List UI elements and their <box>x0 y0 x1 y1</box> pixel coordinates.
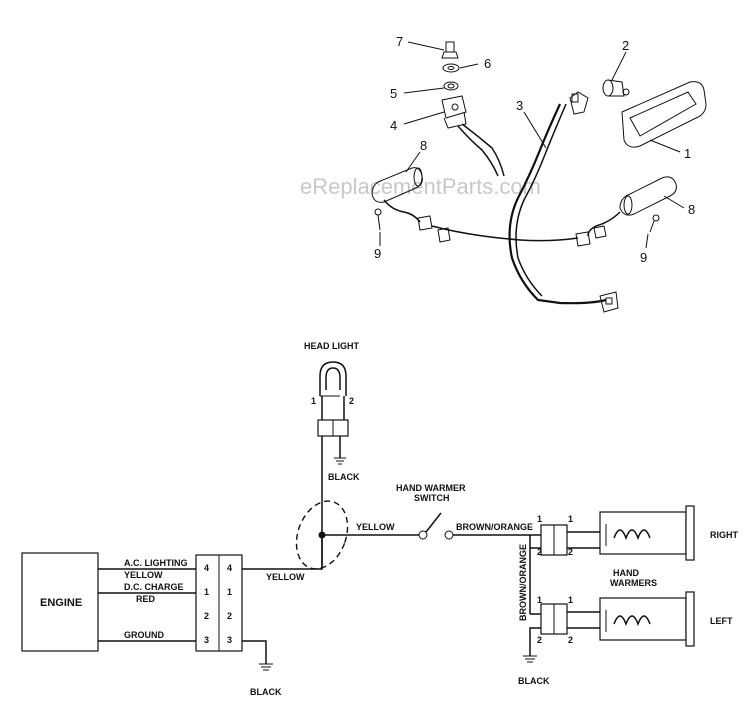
wiring-schematic: HEAD LIGHT 1 2 BLACK ENGINE A.C. LIGHTIN… <box>21 341 739 697</box>
red-label: RED <box>136 594 156 604</box>
hand-warmers-label-1: HAND <box>613 568 639 578</box>
callout-3: 3 <box>516 98 523 113</box>
brown-orange-label-horizontal: BROWN/ORANGE <box>456 522 533 532</box>
yellow-label-connector: YELLOW <box>266 572 305 582</box>
left-warmer-pin-1-right: 1 <box>568 595 573 605</box>
left-warmer-pin-2-left: 2 <box>537 635 542 645</box>
part-4-switch <box>441 95 467 129</box>
right-warmer-pin-1-right: 1 <box>568 514 573 524</box>
callout-5: 5 <box>390 86 397 101</box>
head-light-pin-2: 2 <box>349 396 354 406</box>
connector-right-pin-3: 3 <box>227 635 232 645</box>
brown-orange-label-vertical: BROWN/ORANGE <box>518 544 528 621</box>
part-8-grip-warmer-right <box>587 176 677 239</box>
ac-lighting-label: A.C. LIGHTING <box>124 558 188 568</box>
part-6-washer <box>442 63 460 73</box>
engine-label: ENGINE <box>40 597 82 609</box>
callout-4: 4 <box>390 118 397 133</box>
left-label: LEFT <box>710 616 733 626</box>
connector-left-pin-3: 3 <box>204 635 209 645</box>
parts-exploded-view: eReplacementParts.com <box>300 34 707 313</box>
callout-6: 6 <box>484 56 491 71</box>
watermark: eReplacementParts.com <box>300 174 541 199</box>
left-warmer-pin-1-left: 1 <box>537 595 542 605</box>
connector-right-pin-4: 4 <box>227 563 232 573</box>
right-label: RIGHT <box>710 530 739 540</box>
hand-warmer-ground-symbol <box>523 655 537 663</box>
connector-right-pin-2: 2 <box>227 611 232 621</box>
right-warmer-pin-1-left: 1 <box>537 514 542 524</box>
part-2-socket <box>602 79 630 97</box>
hand-warmer-left <box>599 591 695 647</box>
part-7-bolt <box>441 41 459 59</box>
connector-left-pin-2: 2 <box>204 611 209 621</box>
hand-warmer-switch-label-2: SWITCH <box>414 493 450 503</box>
engine-box <box>21 552 99 652</box>
engine-black-label: BLACK <box>250 687 282 697</box>
part-9-screw-left <box>374 208 382 231</box>
callout-7: 7 <box>396 34 403 49</box>
callout-8-right: 8 <box>688 202 695 217</box>
part-3-harness <box>508 91 619 313</box>
head-light-black-label: BLACK <box>328 472 360 482</box>
hand-warmer-switch-label-1: HAND WARMER <box>396 483 466 493</box>
right-warmer-pin-2-right: 2 <box>568 547 573 557</box>
head-light-ground-symbol <box>334 457 346 465</box>
part-1-head-light <box>621 81 707 148</box>
callout-8-left: 8 <box>420 138 427 153</box>
splice-junction-outline <box>295 500 349 570</box>
hand-warmer-black-label: BLACK <box>518 676 550 686</box>
dc-charge-label: D.C. CHARGE <box>124 582 184 592</box>
connector-right-pin-1: 1 <box>227 587 232 597</box>
yellow-label-engine: YELLOW <box>124 570 163 580</box>
ground-label: GROUND <box>124 630 164 640</box>
head-light-pin-1: 1 <box>311 396 316 406</box>
yellow-label-switch: YELLOW <box>356 522 395 532</box>
left-warmer-pin-2-right: 2 <box>568 635 573 645</box>
connector-left-pin-1: 1 <box>204 587 209 597</box>
hand-warmer-right <box>599 505 695 561</box>
callout-1: 1 <box>684 146 691 161</box>
callout-9-right: 9 <box>640 250 647 265</box>
callout-9-left: 9 <box>374 246 381 261</box>
hand-warmers-label-2: WARMERS <box>610 578 657 588</box>
right-warmer-pin-2-left: 2 <box>537 547 542 557</box>
part-9-screw-right <box>649 214 660 233</box>
head-light-label: HEAD LIGHT <box>304 341 360 351</box>
part-5-nut <box>443 81 459 91</box>
hand-warmer-switch-symbol <box>418 512 454 540</box>
part-8-grip-warmer-left <box>371 167 591 247</box>
connector-left-pin-4: 4 <box>204 563 209 573</box>
engine-ground-symbol <box>259 663 273 671</box>
callout-2: 2 <box>622 38 629 53</box>
